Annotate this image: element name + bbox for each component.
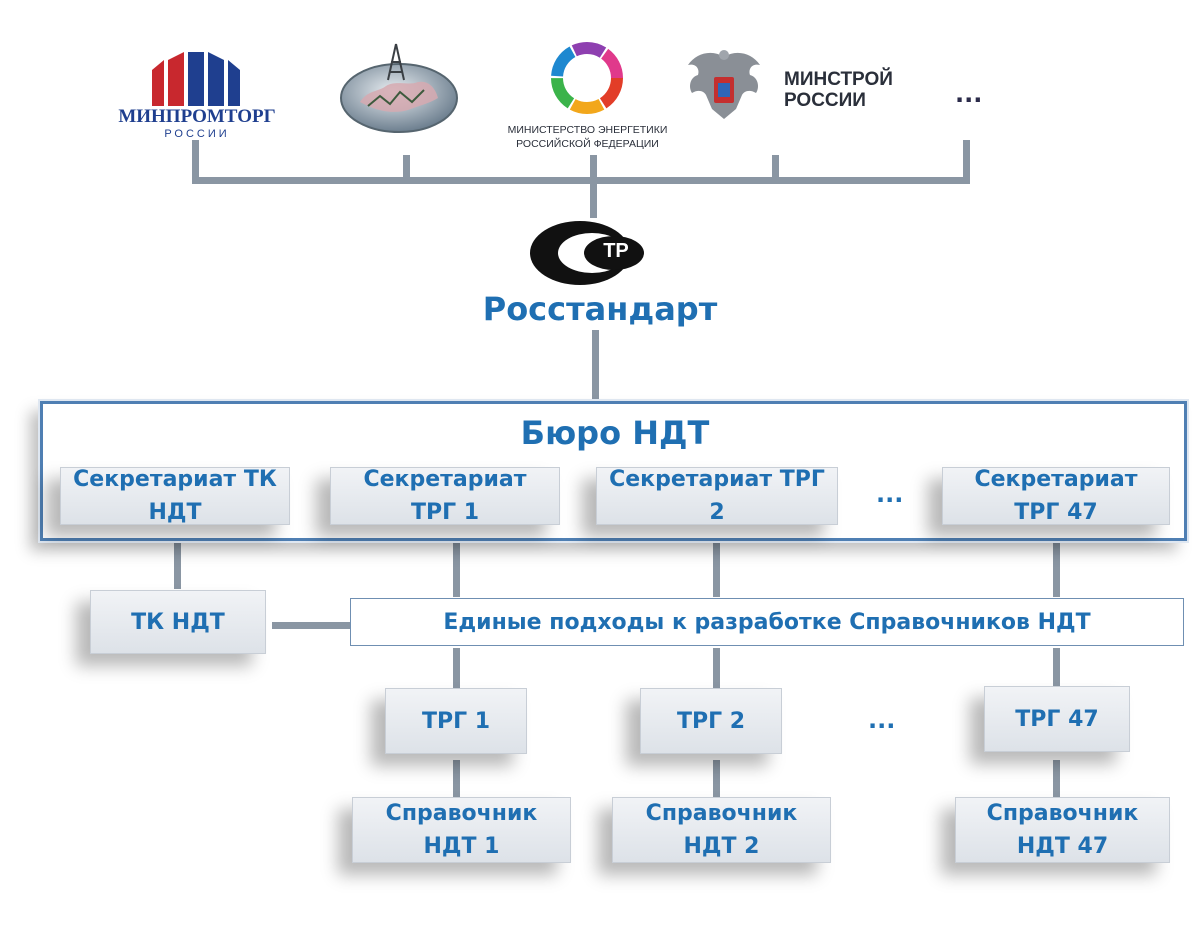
common-approaches-label: Единые подходы к разработке Справочников…: [443, 609, 1091, 635]
secretariat-trg1-line2: ТРГ 1: [410, 500, 480, 525]
minstroy-logo: МИНСТРОЙ РОССИИ: [682, 45, 912, 125]
connector-trg2-to-handbook2: [713, 760, 720, 798]
globe-derrick-emblem-icon: [340, 43, 458, 133]
common-approaches-box: Единые подходы к разработке Справочников…: [350, 598, 1184, 646]
ministries-bus-line: [192, 177, 970, 184]
minenergo-logo: МИНИСТЕРСТВО ЭНЕРГЕТИКИ РОССИЙСКОЙ ФЕДЕР…: [495, 40, 680, 152]
rosstandart-logo-icon: [530, 221, 644, 285]
connector-approaches-to-trg47: [1053, 648, 1060, 688]
connector-sec47-to-approaches: [1053, 535, 1060, 597]
tk-ndt-label: ТК НДТ: [131, 609, 225, 635]
minpromtorg-name: МИНПРОМТОРГ: [118, 106, 276, 127]
connector-more: [963, 140, 970, 182]
more-trg-ellipsis: ...: [868, 706, 896, 734]
connector-tk-to-approaches: [272, 622, 352, 629]
tk-ndt-box: ТК НДТ: [90, 590, 266, 654]
connector-approaches-to-trg1: [453, 648, 460, 688]
trg-1-box: ТРГ 1: [385, 688, 527, 754]
connector-sec1-to-approaches: [453, 535, 460, 597]
secretariat-trg47-line1: Секретариат: [974, 467, 1138, 492]
connector-rosstandart-to-buro: [592, 330, 599, 402]
handbook-47-line1: Справочник: [986, 801, 1139, 826]
trg-47-label: ТРГ 47: [1015, 706, 1099, 732]
connector-minstroy: [772, 155, 779, 182]
rosstandart-label: Росстандарт: [482, 290, 718, 328]
connector-trg1-to-handbook1: [453, 760, 460, 798]
minpromtorg-country: РОССИИ: [164, 128, 230, 140]
connector-sec-tk-to-tk: [174, 535, 181, 589]
minpromtorg-logo: МИНПРОМТОРГ РОССИИ: [112, 48, 282, 143]
trg-47-box: ТРГ 47: [984, 686, 1130, 752]
handbook-47-line2: НДТ 47: [1016, 834, 1109, 859]
connector-bus-to-rosstandart: [590, 182, 597, 218]
secretariat-tk-ndt: Секретариат ТК НДТ: [60, 467, 290, 525]
double-eagle-emblem-icon: [688, 50, 760, 120]
buro-ndt-title: Бюро НДТ: [520, 414, 710, 452]
handbook-1-line1: Справочник: [385, 801, 538, 826]
connector-trg47-to-handbook47: [1053, 760, 1060, 798]
more-secretariats-ellipsis: ...: [876, 480, 904, 508]
connector-minenergo: [590, 155, 597, 182]
secretariat-tk-line2: НДТ: [148, 500, 202, 525]
energy-ring-icon: [551, 42, 623, 114]
minpromtorg-emblem-icon: [152, 52, 240, 106]
trg-1-label: ТРГ 1: [421, 708, 491, 734]
minenergo-federation: РОССИЙСКОЙ ФЕДЕРАЦИИ: [516, 138, 659, 150]
connector-approaches-to-trg2: [713, 648, 720, 688]
connector-sec2-to-approaches: [713, 535, 720, 597]
secretariat-trg2-line1: Секретариат ТРГ: [609, 467, 825, 492]
handbook-1-line2: НДТ 1: [423, 834, 500, 859]
minenergo-name: МИНИСТЕРСТВО ЭНЕРГЕТИКИ: [507, 124, 668, 136]
secretariat-trg2-line2: 2: [709, 500, 725, 525]
minstroy-name: МИНСТРОЙ: [784, 69, 893, 90]
rosstandart-logo: ТР: [528, 218, 648, 288]
trg-2-label: ТРГ 2: [676, 708, 746, 734]
secretariat-trg1-line1: Секретариат: [363, 467, 527, 492]
minstroy-country: РОССИИ: [784, 90, 866, 111]
secretariat-trg-2: Секретариат ТРГ 2: [596, 467, 838, 525]
secretariat-tk-line1: Секретариат ТК: [73, 467, 277, 492]
more-ministries-ellipsis: ...: [955, 80, 983, 108]
rosstandart-logo-letters: ТР: [603, 240, 629, 262]
connector-minpromtorg: [192, 140, 199, 182]
handbook-2-line1: Справочник: [645, 801, 798, 826]
connector-minprirody: [403, 155, 410, 182]
handbook-2-line2: НДТ 2: [683, 834, 760, 859]
minprirody-logo: [338, 40, 460, 135]
secretariat-trg47-line2: ТРГ 47: [1014, 500, 1098, 525]
trg-2-box: ТРГ 2: [640, 688, 782, 754]
